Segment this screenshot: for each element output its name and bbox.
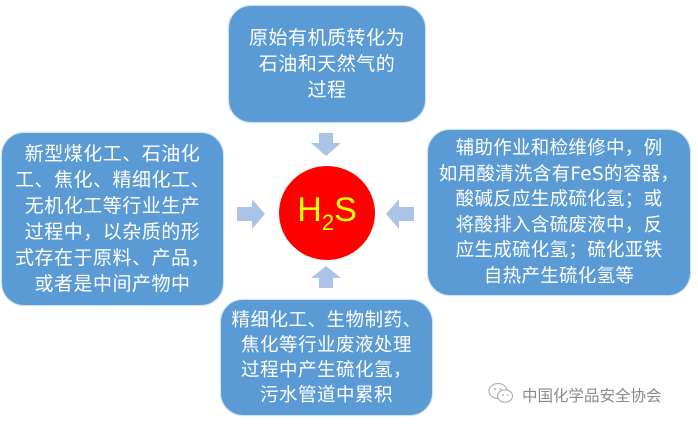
text-line: 石油和天然气的	[258, 53, 396, 75]
source-text: 原始有机质转化为 石油和天然气的 过程	[249, 25, 405, 103]
text-line: 污水管道中累积	[259, 384, 393, 406]
text-line: 辅助作业和检维修中，例	[455, 138, 663, 159]
text-line: 焦化等行业废液处理	[240, 334, 412, 356]
h2s-circle: H2S	[279, 166, 375, 260]
text-line: 过程	[307, 79, 347, 101]
text-line: 自热产生硫化氢等	[483, 265, 635, 287]
h2s-formula: H2S	[297, 193, 357, 234]
arrow-left-icon	[386, 199, 414, 229]
arrow-up-icon	[311, 266, 341, 288]
watermark: 中国化学品安全协会	[488, 381, 662, 409]
arrow-down-icon	[311, 133, 341, 156]
formula-subscript: 2	[321, 209, 335, 235]
text-line: 式存在于原料、产品，	[14, 247, 210, 269]
source-text: 新型煤化工、石油化 工、焦化、精细化工、 无机化工等行业生产 过程中，以杂质的形…	[15, 141, 210, 297]
formula-h: H	[297, 190, 322, 229]
text-line: 过程中产生硫化氢，	[240, 359, 412, 381]
source-box-industrial-production: 新型煤化工、石油化 工、焦化、精细化工、 无机化工等行业生产 过程中，以杂质的形…	[2, 133, 223, 305]
text-line: 如用酸清洗含有FeS的容器，	[438, 163, 680, 185]
text-line: 过程中，以杂质的形	[24, 221, 201, 243]
wechat-icon	[488, 382, 514, 408]
arrow-right-icon	[237, 199, 265, 229]
watermark-text: 中国化学品安全协会	[522, 387, 662, 405]
source-box-organic-matter: 原始有机质转化为 石油和天然气的 过程	[229, 6, 425, 122]
source-text: 精细化工、生物制药、 焦化等行业废液处理 过程中产生硫化氢， 污水管道中累积	[231, 308, 421, 408]
text-line: 新型煤化工、石油化	[24, 143, 201, 165]
text-line: 应生成硫化氢；硫化亚铁	[455, 240, 663, 261]
text-line: 工、焦化、精细化工、	[14, 169, 210, 191]
text-line: 将酸排入含硫废液中，反	[455, 214, 663, 236]
text-line: 或者是中间产物中	[34, 273, 191, 295]
text-line: 酸碱反应生成硫化氢；或	[455, 189, 663, 210]
text-line: 精细化工、生物制药、	[231, 309, 422, 331]
source-box-maintenance: 辅助作业和检维修中，例 如用酸清洗含有FeS的容器， 酸碱反应生成硫化氢；或 将…	[428, 130, 690, 295]
text-line: 无机化工等行业生产	[24, 195, 201, 217]
formula-s: S	[334, 190, 357, 229]
source-box-wastewater: 精细化工、生物制药、 焦化等行业废液处理 过程中产生硫化氢， 污水管道中累积	[221, 300, 432, 415]
source-text: 辅助作业和检维修中，例 如用酸清洗含有FeS的容器， 酸碱反应生成硫化氢；或 将…	[439, 136, 679, 289]
text-line: 原始有机质转化为	[248, 27, 405, 49]
